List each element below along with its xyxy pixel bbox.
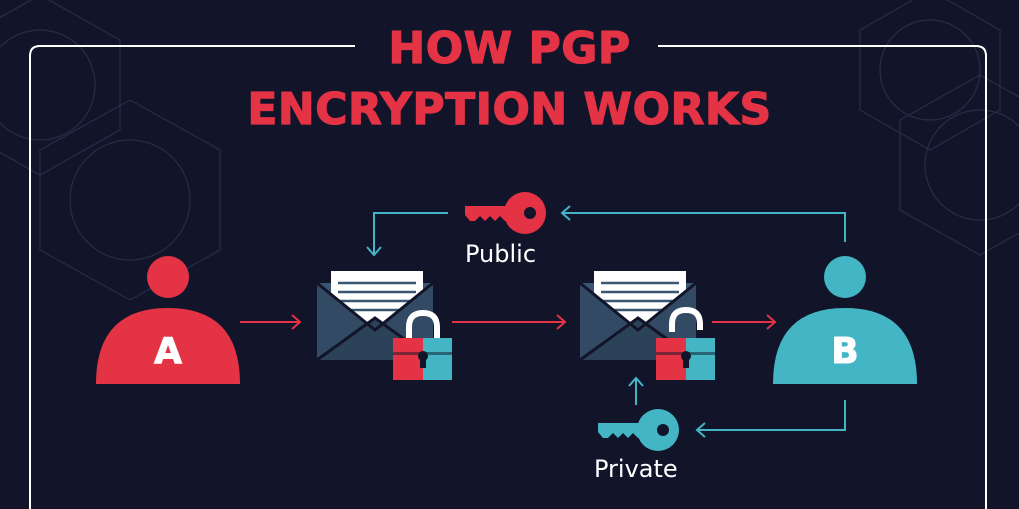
arrow-envelope-to-envelope [452,314,567,330]
title-line-2: ENCRYPTION WORKS [247,84,772,135]
arrow-envelope-to-b [712,314,777,330]
person-a-label: A [154,331,183,372]
red-arrows [240,314,777,330]
person-a [96,256,240,384]
locked-padlock-icon [393,309,452,380]
person-b-label: B [831,331,859,372]
public-key-icon [465,192,546,234]
arrow-a-to-envelope [240,314,302,330]
teal-arrows [366,205,846,438]
private-key-icon [598,409,679,451]
unlocked-padlock-icon [656,306,715,380]
private-key-label: Private [594,455,678,483]
person-b [773,256,917,384]
public-key-path [366,205,846,257]
public-key-label: Public [465,240,537,268]
title-line-1: HOW PGP [388,23,631,74]
frame-border [29,45,987,509]
private-key-path [628,376,846,438]
background-pattern [0,0,1019,301]
